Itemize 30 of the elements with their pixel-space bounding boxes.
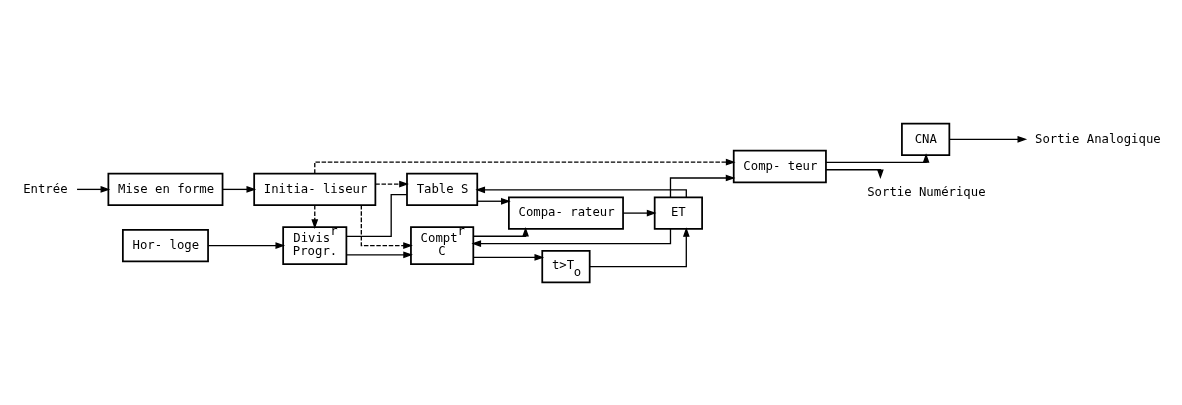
arrow [825,152,930,163]
arrow [360,204,413,249]
arrow [222,185,257,193]
node-text: Sortie Numérique [867,184,986,199]
node-text: Sortie Analogique [1034,131,1161,146]
arrow [589,226,690,267]
node-box: Mise en forme [107,172,224,206]
arrow [76,185,111,193]
node-box: Compa- rateur [508,195,624,230]
node-text: Entrée [23,181,68,196]
arrow [345,250,413,258]
node-box: Hor- loge [122,228,209,262]
arrow [948,135,1028,143]
node-box: Initia- liseur [253,172,377,206]
arrow [472,226,529,237]
node-box: ET [653,195,703,230]
arrow [311,204,319,229]
node-box: CNA [901,122,951,156]
arrow [374,180,409,187]
arrow [622,209,657,216]
arrow [476,197,511,205]
arrow [207,241,286,249]
arrow [825,168,884,179]
arrow [475,185,687,198]
node-box: Comp- teur [732,149,827,183]
arrow [669,174,736,198]
arrow [471,227,672,247]
node-box: Table S [406,172,479,206]
connector [345,193,408,237]
arrow [472,253,545,261]
